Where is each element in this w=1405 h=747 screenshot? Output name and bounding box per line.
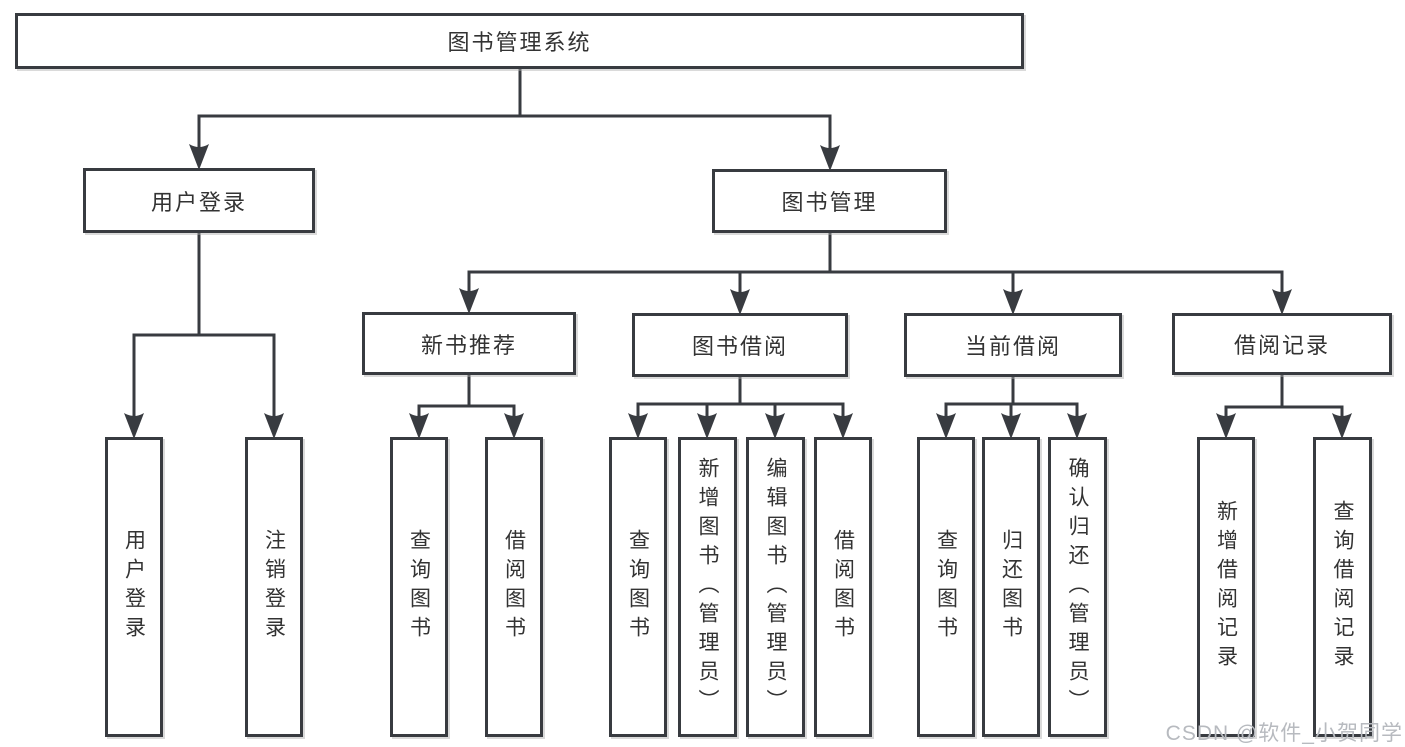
csdn-watermark: CSDN @软件_小贺同学 bbox=[1165, 722, 1403, 745]
leaf-user-login: 用户登录 bbox=[105, 437, 163, 737]
leaf-label: 查询图书 bbox=[934, 529, 958, 645]
leaf-label: 查询图书 bbox=[407, 529, 431, 645]
node-new-book-recommend: 新书推荐 bbox=[362, 312, 576, 375]
node-label: 图书管理系统 bbox=[447, 30, 592, 55]
node-book-borrowing: 图书借阅 bbox=[632, 313, 848, 377]
leaf-add-book-admin: 新增图书（管理员） bbox=[678, 437, 737, 737]
leaf-label: 确认归还（管理员） bbox=[1066, 456, 1090, 718]
leaf-label: 查询借阅记录 bbox=[1331, 500, 1355, 674]
leaf-label: 编辑图书（管理员） bbox=[764, 456, 788, 718]
leaf-query-books-recommend: 查询图书 bbox=[390, 437, 448, 737]
node-label: 用户登录 bbox=[150, 189, 247, 215]
leaf-label: 查询图书 bbox=[626, 529, 650, 645]
node-borrowing-records: 借阅记录 bbox=[1172, 313, 1392, 375]
node-label: 图书管理 bbox=[781, 190, 878, 215]
leaf-query-books-current: 查询图书 bbox=[917, 437, 975, 737]
node-library-management-system: 图书管理系统 bbox=[15, 13, 1024, 69]
leaf-label: 新增借阅记录 bbox=[1214, 500, 1238, 674]
leaf-confirm-return-admin: 确认归还（管理员） bbox=[1048, 437, 1107, 737]
leaf-query-borrow-record: 查询借阅记录 bbox=[1313, 437, 1372, 737]
node-label: 图书借阅 bbox=[691, 334, 788, 359]
node-label: 借阅记录 bbox=[1233, 333, 1330, 358]
leaf-query-books-borrowing: 查询图书 bbox=[609, 437, 667, 737]
node-user-login: 用户登录 bbox=[83, 168, 315, 233]
leaf-borrow-books-borrowing: 借阅图书 bbox=[814, 437, 872, 737]
leaf-label: 注销登录 bbox=[262, 529, 286, 645]
leaf-label: 借阅图书 bbox=[831, 529, 855, 645]
leaf-add-borrow-record: 新增借阅记录 bbox=[1197, 437, 1255, 737]
leaf-logout: 注销登录 bbox=[245, 437, 303, 737]
leaf-borrow-books-recommend: 借阅图书 bbox=[485, 437, 543, 737]
leaf-label: 新增图书（管理员） bbox=[696, 456, 720, 718]
node-label: 新书推荐 bbox=[420, 332, 517, 358]
leaf-edit-book-admin: 编辑图书（管理员） bbox=[746, 437, 805, 737]
node-label: 当前借阅 bbox=[964, 334, 1061, 359]
node-book-management: 图书管理 bbox=[712, 169, 947, 233]
leaf-label: 归还图书 bbox=[999, 529, 1023, 645]
leaf-label: 用户登录 bbox=[122, 529, 146, 645]
leaf-label: 借阅图书 bbox=[502, 529, 526, 645]
leaf-return-book: 归还图书 bbox=[982, 437, 1040, 737]
node-current-borrowing: 当前借阅 bbox=[904, 313, 1122, 377]
